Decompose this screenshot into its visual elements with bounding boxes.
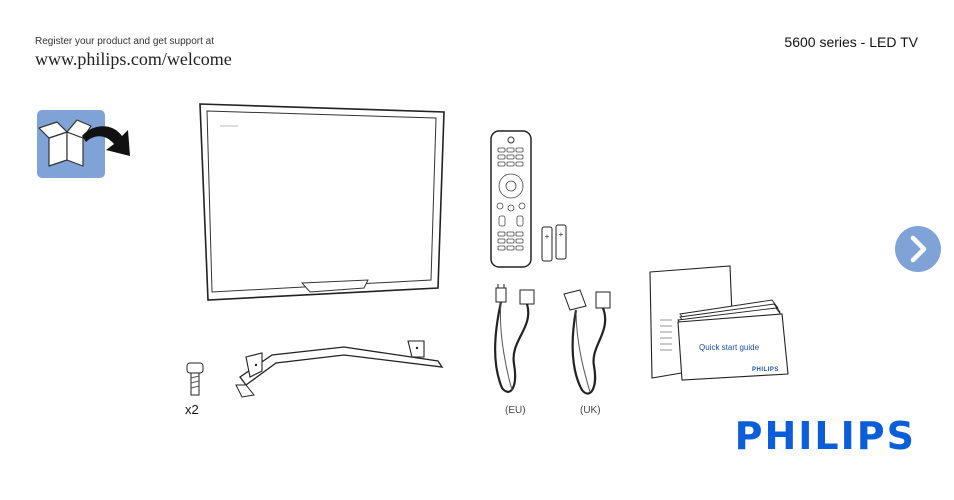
tv-stand-illustration <box>235 340 444 398</box>
quick-start-guide-brand: PHILIPS <box>752 367 779 373</box>
open-box-icon <box>37 110 105 178</box>
cable-eu-label: (EU) <box>505 405 526 416</box>
brand-logo: PHILIPS <box>734 414 916 458</box>
register-text: Register your product and get support at <box>35 36 214 47</box>
tv-illustration <box>199 103 445 301</box>
quick-start-guide-title: Quick start guide <box>699 343 760 352</box>
svg-text:+: + <box>559 230 564 239</box>
unbox-arrow-icon <box>82 126 130 156</box>
series-title: 5600 series - LED TV <box>784 34 918 50</box>
chevron-right-icon <box>910 235 927 263</box>
screw-count: x2 <box>185 402 199 417</box>
power-cable-uk <box>563 289 611 395</box>
batteries-illustration: + + <box>541 224 567 262</box>
documentation-booklets <box>649 265 789 381</box>
remote-control <box>490 130 532 268</box>
cable-uk-label: (UK) <box>580 405 601 416</box>
svg-text:+: + <box>545 232 550 241</box>
screw-icon <box>186 362 204 396</box>
next-page-button[interactable] <box>895 226 941 272</box>
website-url[interactable]: www.philips.com/welcome <box>35 49 232 69</box>
power-cable-eu <box>494 284 535 393</box>
